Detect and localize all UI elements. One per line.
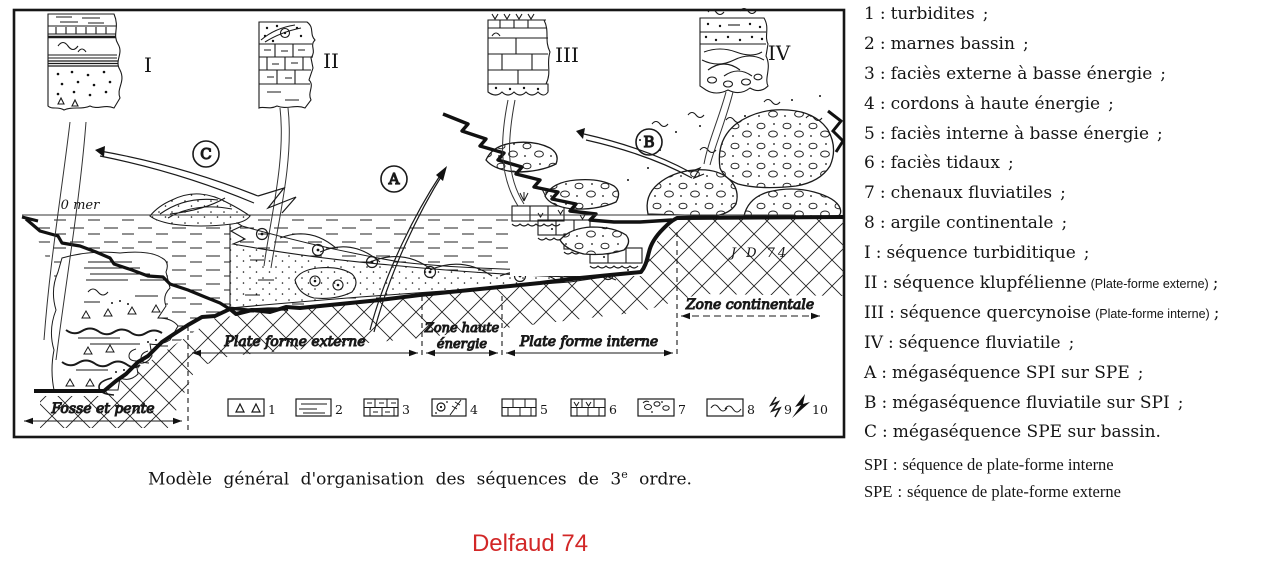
zone-label-haute-2: énergie (437, 337, 487, 352)
key-number-9: 9 (784, 402, 792, 417)
legend-key: I (864, 243, 871, 264)
legend-item: 8:argile continentale; (864, 213, 1068, 234)
sea-level-label: 0 mer (61, 198, 100, 213)
legend-panel: 1:turbidites; 2:marnes bassin; 3:faciès … (864, 4, 1278, 508)
key-symbol-1 (227, 398, 265, 417)
fluvial-deposits (485, 95, 842, 256)
main-profile (34, 215, 845, 393)
key-number-6: 6 (609, 402, 617, 417)
boundary-zigzag-2 (827, 109, 845, 153)
legend-key: A (864, 362, 877, 383)
legend-item: 4:cordons à haute énergie; (864, 93, 1114, 114)
legend-item: 3:faciès externe à basse énergie; (864, 63, 1166, 84)
legend-key: 6 (864, 153, 875, 174)
key-symbol-10 (792, 394, 810, 418)
strat-column-3 (487, 13, 551, 96)
sand-mound (149, 193, 251, 227)
author-signature: J D 74 (728, 246, 789, 261)
legend-item: 5:faciès interne à basse énergie; (864, 123, 1163, 144)
key-number-2: 2 (335, 402, 343, 417)
column-2-label: II (323, 49, 339, 73)
key-symbol-5 (501, 398, 537, 417)
key-symbol-4 (431, 398, 467, 417)
column-4-tie (703, 91, 734, 166)
strat-column-2 (258, 21, 316, 109)
column-4-label: IV (768, 41, 791, 65)
legend-item: A:mégaséquence SPI sur SPE; (864, 362, 1144, 383)
zone-label-interne: Plate forme interne (519, 334, 658, 350)
key-symbol-3 (363, 398, 399, 417)
strat-column-1 (47, 13, 123, 111)
key-symbol-8 (706, 398, 744, 417)
key-symbol-9 (768, 396, 782, 418)
tilde-marks (651, 98, 823, 154)
legend-key: 7 (864, 183, 875, 204)
legend-key: 8 (864, 213, 875, 234)
column-3-ties (502, 99, 525, 207)
legend-key: 3 (864, 63, 875, 84)
arrow-a-label: A (388, 170, 400, 188)
sea-level: 0 mer (21, 198, 795, 223)
column-1-label: I (144, 53, 152, 77)
column-1-ties (43, 121, 87, 361)
key-number-3: 3 (402, 402, 410, 417)
cross-section-diagram: 0 mer I (12, 7, 846, 439)
legend-key: 1 (864, 4, 875, 24)
legend-item: 6:faciès tidaux; (864, 153, 1014, 174)
attribution: Delfaud 74 (471, 530, 589, 557)
key-number-7: 7 (678, 402, 686, 417)
legend-key: 2 (864, 33, 875, 54)
legend-item: C:mégaséquence SPE sur bassin. (864, 422, 1161, 443)
key-symbol-7 (637, 398, 675, 417)
key-number-1: 1 (268, 402, 276, 417)
legend-footnotes: SPI:séquence de plate-forme interne SPE:… (864, 455, 1278, 502)
legend-footnote: SPE:séquence de plate-forme externe (864, 481, 1121, 501)
key-number-4: 4 (470, 402, 478, 417)
legend-item: III:séquence quercynoise(Plate-forme int… (864, 302, 1220, 323)
megasequence-arrow-a: A (369, 165, 447, 333)
facies-symbol-key: 1 2 3 4 5 6 7 8 9 10 (227, 394, 828, 418)
legend-item: B:mégaséquence fluviatile sur SPI; (864, 392, 1184, 413)
key-number-10: 10 (812, 402, 828, 417)
legend-item: 1:turbidites; (864, 4, 989, 24)
arrow-b-label: B (643, 133, 654, 151)
key-number-8: 8 (747, 402, 755, 417)
strat-column-4 (699, 7, 769, 94)
zone-label-continentale: Zone continentale (685, 297, 814, 313)
key-number-5: 5 (540, 402, 548, 417)
legend-key: C (864, 422, 878, 443)
legend-key: III (864, 302, 885, 323)
legend-key: 4 (864, 93, 875, 114)
klupfelienne-pocket (294, 267, 357, 299)
key-symbol-6 (570, 398, 606, 417)
column-3-label: III (555, 43, 579, 67)
legend-key: IV (864, 332, 883, 353)
zone-label-fosse: Fosse et pente (50, 401, 154, 417)
legend-item: II:séquence klupfélienne(Plate-forme ext… (864, 273, 1219, 294)
zone-label-haute-1: Zone haute (424, 321, 500, 336)
legend-key: B (864, 392, 877, 413)
zone-annotations: Fosse et pente Plate forme externe Zone … (24, 232, 820, 430)
legend-item: 2:marnes bassin; (864, 33, 1029, 54)
legend-item: I:séquence turbiditique; (864, 243, 1090, 264)
arrow-c-label: C (200, 145, 211, 163)
megasequence-arrow-c: C (95, 140, 297, 214)
key-symbol-2 (295, 398, 332, 417)
megasequence-arrow-b: B (576, 128, 705, 180)
legend-item: 7:chenaux fluviatiles; (864, 183, 1066, 204)
legend-key: 5 (864, 123, 875, 144)
column-2-ties (263, 107, 290, 269)
figure-caption: Modèle général d'organisation des séquen… (148, 468, 692, 490)
legend-key: II (864, 273, 878, 294)
boundary-zigzag-1 (442, 112, 673, 224)
legend-item: IV:séquence fluviatile; (864, 332, 1075, 353)
zone-label-externe: Plate forme externe (223, 334, 365, 350)
legend-footnote: SPI:séquence de plate-forme interne (864, 454, 1114, 474)
